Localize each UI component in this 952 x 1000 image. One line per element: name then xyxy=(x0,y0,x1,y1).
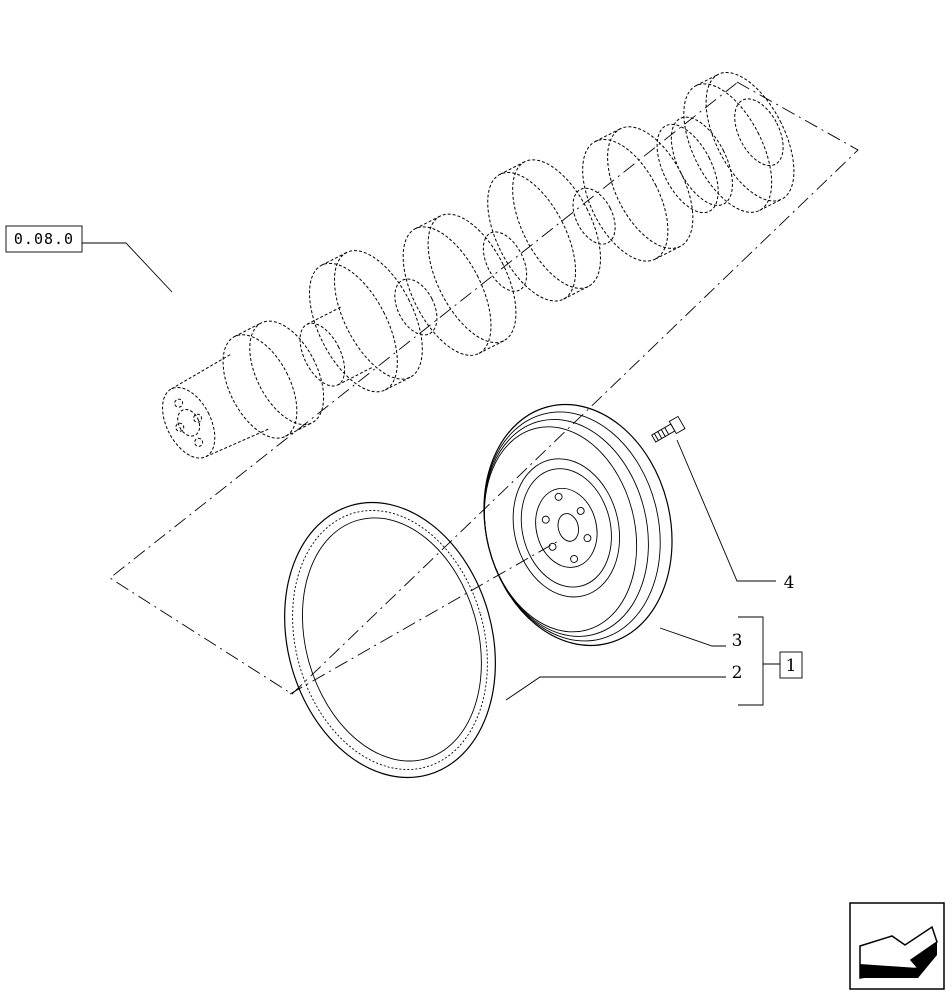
flywheel xyxy=(483,403,673,647)
assembly-phantom-boundary xyxy=(109,81,859,695)
callout-4-label: 4 xyxy=(784,573,795,593)
group-ref-label: 1 xyxy=(786,656,797,676)
flywheel-bolt xyxy=(651,415,686,443)
group-bracket: 1 xyxy=(738,616,803,706)
callout-bolt: 4 xyxy=(676,439,795,593)
ring-gear xyxy=(284,501,496,779)
callout-3-label: 3 xyxy=(732,631,743,651)
crankshaft-reference: 0.08.0 xyxy=(5,225,173,293)
callout-ring-gear: 2 xyxy=(505,663,743,701)
callout-flywheel: 3 xyxy=(659,627,743,651)
crankshaft xyxy=(162,71,795,459)
callout-2-label: 2 xyxy=(732,663,743,683)
center-axis xyxy=(289,539,561,695)
crankshaft-ref-label: 0.08.0 xyxy=(14,230,74,248)
back-arrow-icon[interactable] xyxy=(849,902,945,990)
